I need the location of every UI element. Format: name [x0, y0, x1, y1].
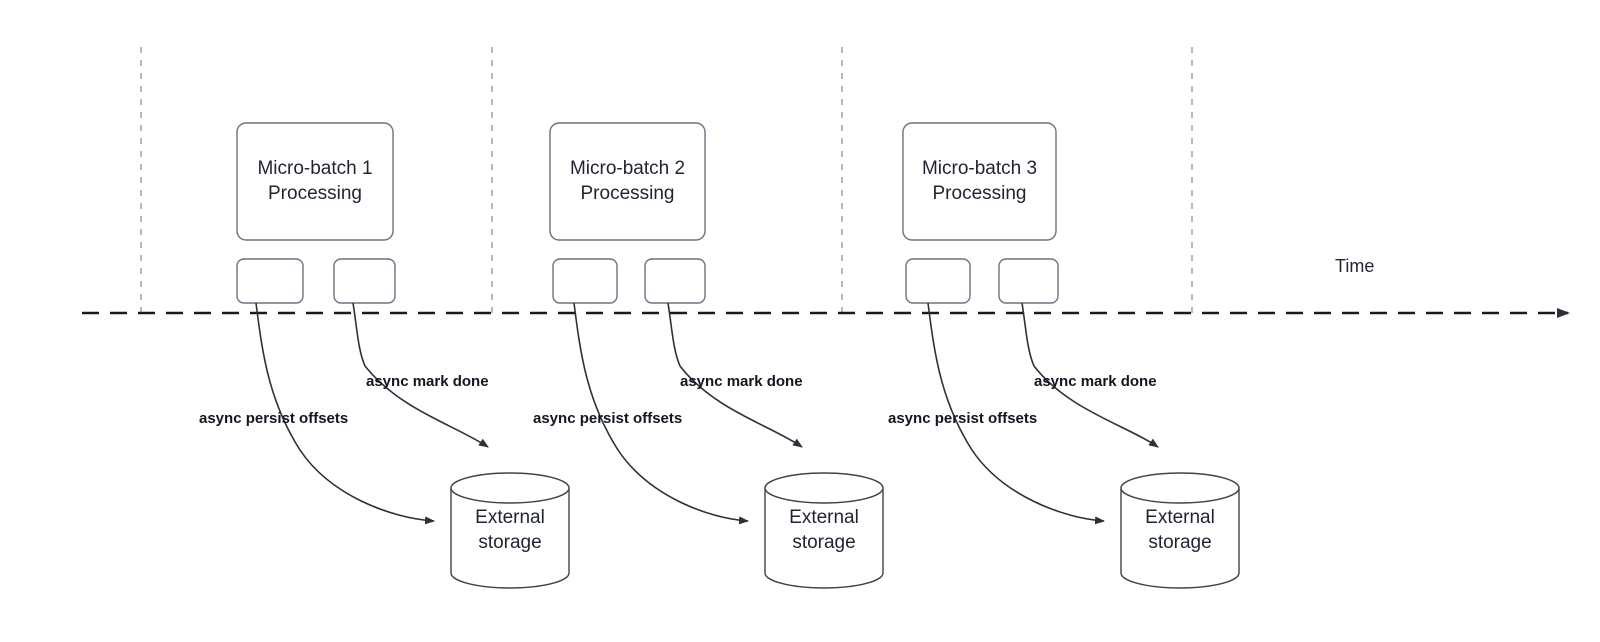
batch-2-persist-task-box[interactable]: [552, 258, 618, 304]
batch-2-async-persist-offsets-label: async persist offsets: [533, 410, 683, 427]
batch-3-persist-task-box[interactable]: [905, 258, 971, 304]
batch-1-async-mark-done-arrow: [352, 302, 489, 448]
batch-1-shapes: [236, 122, 570, 589]
micro-batch-1-process-box[interactable]: [236, 122, 394, 241]
batch-1-persist-task-box[interactable]: [236, 258, 304, 304]
batch-1-async-persist-offsets-label: async persist offsets: [199, 410, 349, 427]
batch-2-mark-done-task-box[interactable]: [644, 258, 706, 304]
batch-3-async-mark-done-label: async mark done: [1034, 373, 1157, 390]
batch-3-external-storage-cylinder[interactable]: [1120, 472, 1240, 589]
batch-3-async-persist-offsets-label: async persist offsets: [888, 410, 1038, 427]
batch-3-mark-done-task-box[interactable]: [998, 258, 1059, 304]
timeline-axis-label: Time: [1335, 256, 1375, 276]
batch-1-async-mark-done-label: async mark done: [366, 373, 489, 390]
batch-2-shapes: [549, 122, 884, 589]
micro-batch-3-process-box[interactable]: [902, 122, 1057, 241]
batch-1-mark-done-task-box[interactable]: [333, 258, 396, 304]
batch-1-async-persist-offsets-arrow: [255, 302, 435, 525]
batch-3-shapes: [902, 122, 1240, 589]
batch-2-async-persist-offsets-arrow: [573, 302, 749, 525]
micro-batch-2-process-box[interactable]: [549, 122, 706, 241]
batch-3-async-persist-offsets-arrow: [927, 302, 1105, 525]
batch-2-async-mark-done-label: async mark done: [680, 373, 803, 390]
batch-2-external-storage-cylinder[interactable]: [764, 472, 884, 589]
batch-1-external-storage-cylinder[interactable]: [450, 472, 570, 589]
batch-3-async-mark-done-arrow: [1021, 302, 1159, 448]
batch-2-async-mark-done-arrow: [667, 302, 803, 448]
